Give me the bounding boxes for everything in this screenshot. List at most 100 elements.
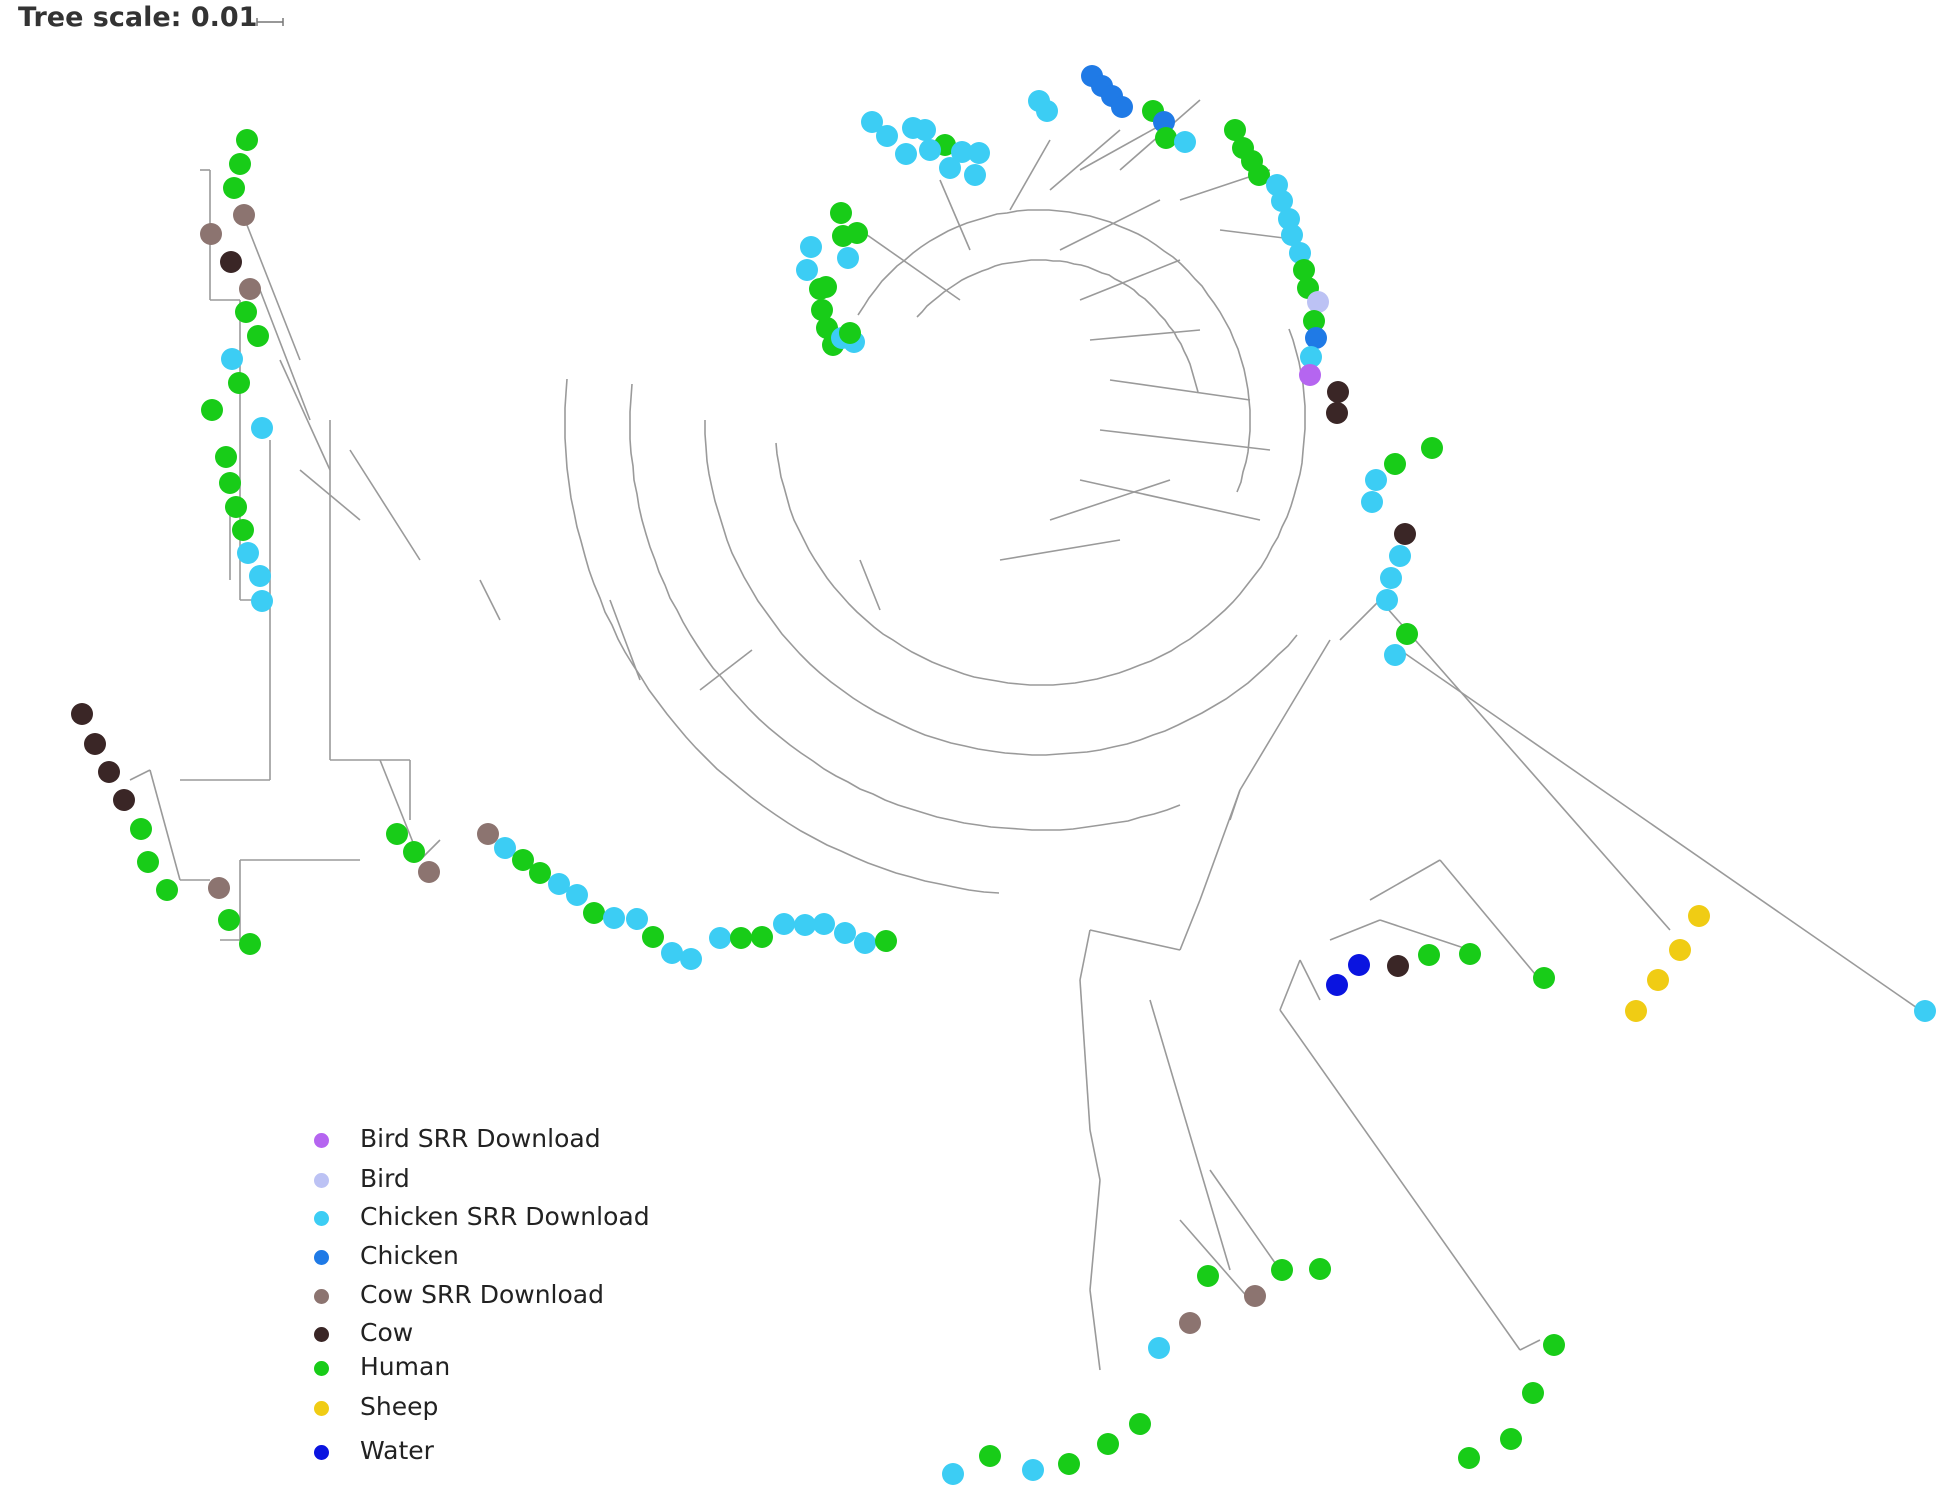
legend-item-chicken-srr: Chicken SRR Download (308, 1200, 650, 1236)
legend-item-cow: Cow (308, 1316, 638, 1352)
leaf-node-human (730, 927, 752, 949)
branch (1089, 929, 1181, 951)
leaf-node-cow-srr (233, 204, 255, 226)
leaf-node-chicken-srr (249, 565, 271, 587)
leaf-node-human (1396, 623, 1418, 645)
branch (1299, 959, 1321, 1001)
branch (1149, 999, 1231, 1271)
branch (1339, 599, 1381, 641)
branch (1109, 379, 1251, 401)
legend-label: Chicken (360, 1241, 459, 1270)
leaf-node-human (1058, 1453, 1080, 1475)
leaf-node-chicken-srr (800, 236, 822, 258)
leaf-node-chicken-srr (1289, 242, 1311, 264)
branch (609, 599, 641, 681)
leaf-node-human (201, 399, 223, 421)
leaf-node-human (156, 879, 178, 901)
leaf-node-chicken-srr (895, 143, 917, 165)
branch (1059, 199, 1161, 251)
leaf-node-chicken-srr (1281, 224, 1303, 246)
leaf-node-chicken-srr (964, 164, 986, 186)
branch (1379, 599, 1671, 931)
leaf-node-chicken-srr (661, 942, 683, 964)
leaf-node-human (1224, 119, 1246, 141)
branch (1079, 119, 1171, 171)
leaf-node-human (1522, 1382, 1544, 1404)
leaf-node-chicken-srr (951, 141, 973, 163)
branch (1089, 329, 1201, 341)
leaf-node-chicken-srr (1361, 491, 1383, 513)
leaf-node-chicken-srr (626, 908, 648, 930)
leaf-node-cow-srr (1179, 1312, 1201, 1334)
leaf-node-chicken-srr (237, 542, 259, 564)
leaf-node-human (832, 225, 854, 247)
branch (1179, 899, 1201, 951)
leaf-node-cow (1387, 955, 1409, 977)
leaf-node-chicken-srr (1389, 545, 1411, 567)
leaf-node-chicken-srr (251, 590, 273, 612)
leaf-node-chicken-srr (1036, 100, 1058, 122)
leaf-node-human (130, 818, 152, 840)
leaf-node-human (386, 823, 408, 845)
branch (1379, 919, 1471, 951)
branch (775, 328, 1306, 686)
leaf-node-chicken-srr (494, 837, 516, 859)
branch (1519, 1339, 1541, 1351)
leaf-node-chicken-srr (968, 142, 990, 164)
leaf-node-cow-srr (1244, 1285, 1266, 1307)
branch (349, 449, 421, 561)
leaf-node-chicken-srr (1022, 1459, 1044, 1481)
leaf-node-chicken-srr (603, 907, 625, 929)
branch (1089, 1179, 1101, 1291)
leaf-node-chicken-srr (876, 125, 898, 147)
legend-label: Chicken SRR Download (360, 1202, 650, 1231)
legend-swatch (314, 1250, 329, 1265)
branch (244, 219, 301, 361)
leaf-node-human (1543, 1334, 1565, 1356)
leaf-node-cow (1326, 402, 1348, 424)
legend-label: Bird (360, 1164, 410, 1193)
leaf-node-chicken-srr (813, 913, 835, 935)
leaf-node-chicken-srr (548, 873, 570, 895)
leaf-node-chicken-srr (221, 348, 243, 370)
branch (1079, 979, 1091, 1131)
leaf-node-human (1303, 310, 1325, 332)
leaf-node-human (830, 202, 852, 224)
leaf-node-sheep (1688, 905, 1710, 927)
branch (699, 649, 753, 691)
leaf-node-water (1326, 974, 1348, 996)
leaf-node-cow-srr (208, 877, 230, 899)
leaf-node-chicken-srr (942, 1463, 964, 1485)
leaf-node-chicken (1153, 111, 1175, 133)
branch (129, 769, 151, 781)
leaf-node-sheep (1625, 1000, 1647, 1022)
leaf-node-chicken-srr (796, 259, 818, 281)
legend-item-bird: Bird (308, 1162, 638, 1198)
branch (1009, 139, 1051, 211)
leaf-node-human (583, 902, 605, 924)
branch (279, 359, 331, 471)
legend-swatch (314, 1361, 329, 1376)
branch (939, 179, 971, 251)
leaf-node-cow-srr (418, 861, 440, 883)
legend-swatch (314, 1173, 329, 1188)
leaf-node-human (1421, 437, 1443, 459)
legend-item-cow-srr: Cow SRR Download (308, 1278, 638, 1314)
branch (1279, 1009, 1521, 1351)
leaf-node-human (219, 472, 241, 494)
leaf-node-human (232, 519, 254, 541)
leaf-node-chicken-srr (566, 884, 588, 906)
leaf-node-human (1155, 127, 1177, 149)
leaf-node-human (839, 322, 861, 344)
leaf-node-chicken-srr (1376, 589, 1398, 611)
leaf-node-cow (1327, 381, 1349, 403)
branch (1209, 1169, 1281, 1271)
leaf-node-human (1500, 1428, 1522, 1450)
leaf-node-human (1293, 259, 1315, 281)
leaf-node-human (225, 496, 247, 518)
branch (1399, 649, 1921, 1011)
leaf-node-chicken-srr (794, 914, 816, 936)
legend-item-human: Human (308, 1350, 638, 1386)
leaf-node-human (218, 909, 240, 931)
